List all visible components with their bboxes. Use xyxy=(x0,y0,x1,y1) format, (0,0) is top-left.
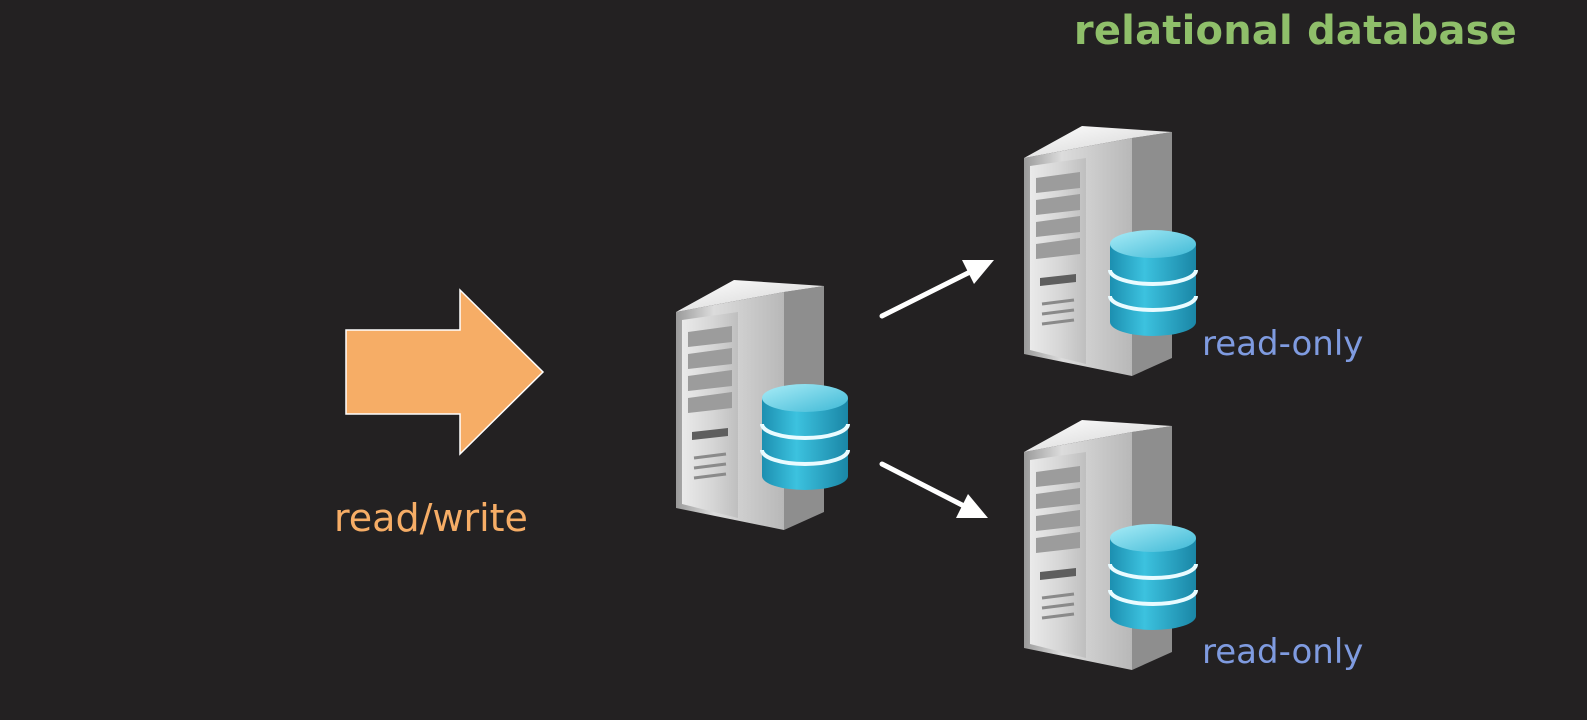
database-cylinder-icon xyxy=(1108,228,1198,338)
replica-database-2 xyxy=(1108,522,1198,632)
replication-arrow-1 xyxy=(879,260,994,319)
replica-database-1 xyxy=(1108,228,1198,338)
read-write-label: read/write xyxy=(334,496,528,540)
database-cylinder-icon xyxy=(1108,522,1198,632)
page-title: relational database xyxy=(1073,8,1517,54)
database-cylinder-icon xyxy=(760,382,850,492)
arrow-right-icon xyxy=(345,288,545,456)
replica-2-label: read-only xyxy=(1202,632,1364,672)
replica-1-label: read-only xyxy=(1202,324,1364,364)
arrow-icon xyxy=(956,494,988,518)
primary-database xyxy=(760,382,850,492)
arrow-icon xyxy=(962,260,994,284)
replication-arrow-2 xyxy=(879,461,988,518)
